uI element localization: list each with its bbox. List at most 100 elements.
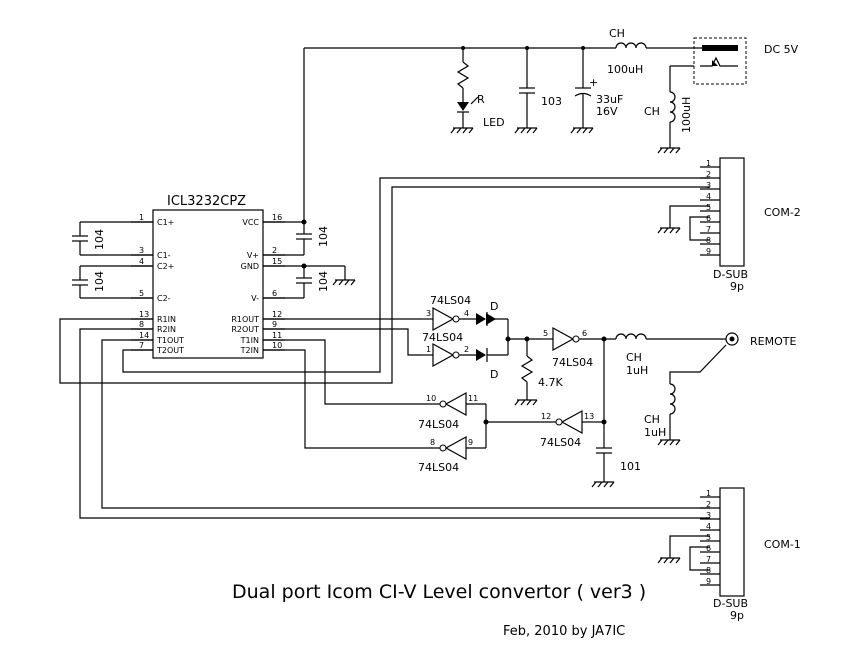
diagram-credit: Feb, 2010 by JA7IC	[503, 624, 625, 639]
ic-pin-name-c2: C2+	[157, 262, 174, 271]
cap-33uf-plus: +	[589, 76, 598, 89]
cap-103: 103	[514, 48, 562, 134]
resistor-label: 4.7K	[538, 376, 563, 389]
diode-1-label: D	[490, 300, 498, 313]
gate-6-in-pin: 13	[584, 412, 594, 421]
ic-left-caps: 104 104	[72, 221, 153, 299]
ic-pin-name-c2: C2-	[157, 294, 171, 303]
ic-right-caps: 104 104	[263, 221, 356, 299]
cap-33uf-value: 33uF	[596, 93, 623, 106]
com1-pins-pin-1: 1	[706, 489, 711, 498]
ic-pin-num-5: 5	[139, 289, 144, 298]
ic-pin-num-2: 2	[272, 246, 277, 255]
choke-label: CH	[609, 27, 625, 40]
choke-value-label: 100uH	[607, 63, 643, 76]
ic-pin-num-11: 11	[272, 331, 282, 340]
ic-pin-name-v: V-	[251, 294, 259, 303]
cap-103-label: 103	[541, 95, 562, 108]
ic-pin-name-r2out: R2OUT	[231, 325, 259, 334]
ic-pin-name-c1: C1-	[157, 251, 171, 260]
com1-type-b: 9p	[730, 609, 744, 622]
gate-6-part: 74LS04	[540, 436, 581, 449]
gate-3: 5 6 74LS04	[541, 326, 616, 369]
ic-icl3232: ICL3232CPZ	[152, 194, 264, 359]
gate-3-in-pin: 5	[543, 329, 548, 338]
choke-100uh-horizontal: CH 100uH	[607, 27, 647, 76]
com1-label: COM-1	[764, 538, 801, 551]
gate-1-in-pin: 3	[426, 309, 431, 318]
com2-type-a: D-SUB	[713, 268, 748, 281]
ic-pin-num-10: 10	[272, 341, 282, 350]
ic-pin-num-13: 13	[139, 310, 149, 319]
ic-pin-name-v: V+	[247, 251, 259, 260]
ic-pin-name-t2in: T2IN	[240, 346, 259, 355]
diagram-title: Dual port Icom CI-V Level convertor ( ve…	[232, 581, 646, 603]
com2-label: COM-2	[764, 206, 801, 219]
choke-v-value: 100uH	[680, 97, 693, 133]
ic-pin-num-7: 7	[139, 341, 144, 350]
com2-pins-pin-7: 7	[706, 225, 711, 234]
diode-2: D	[476, 348, 508, 381]
led-label: LED	[483, 116, 505, 129]
ic-pin-num-15: 15	[272, 257, 282, 266]
com2-pins-pin-3: 3	[706, 181, 711, 190]
com2-type-b: 9p	[730, 280, 744, 293]
gate-2-part: 74LS04	[422, 331, 463, 344]
com2-pins-pin-2: 2	[706, 170, 711, 179]
led-resistor-label: R	[477, 93, 485, 106]
ic-pin-num-9: 9	[272, 320, 277, 329]
gate-2-out-pin: 2	[464, 345, 469, 354]
com2-pins-pin-4: 4	[706, 192, 711, 201]
cap-c1-label: 104	[93, 229, 106, 250]
ic-pin-num-4: 4	[139, 257, 144, 266]
ic-pin-num-3: 3	[139, 246, 144, 255]
com1-pins-pin-7: 7	[706, 555, 711, 564]
gate-5: 9 8 74LS04	[418, 435, 486, 474]
remote-choke2-label: CH	[644, 413, 660, 426]
gate-5-out-pin: 8	[430, 438, 435, 447]
cap-101-label: 101	[620, 460, 641, 473]
gate-2-in-pin: 1	[426, 345, 431, 354]
gate-6: 13 12 74LS04	[486, 409, 594, 449]
choke-100uh-vertical: CH 100uH	[644, 65, 694, 154]
com1-pins-pin-6: 6	[706, 544, 711, 553]
diode-1: D	[476, 300, 508, 326]
com2-pins-pin-1: 1	[706, 159, 711, 168]
choke-v-label: CH	[644, 105, 660, 118]
ic-pin-name-r2in: R2IN	[157, 325, 176, 334]
gate-3-part: 74LS04	[552, 356, 593, 369]
ic-pin-name-t2out: T2OUT	[156, 346, 184, 355]
com1-pins-pin-9: 9	[706, 577, 711, 586]
ic-pin-num-8: 8	[139, 320, 144, 329]
gate-4-in-pin: 11	[468, 394, 478, 403]
gate-4: 11 10 74LS04	[418, 391, 486, 431]
remote-choke-label: CH	[626, 351, 642, 364]
diode-junction: 4.7K	[505, 319, 563, 406]
dc-5v-label: DC 5V	[764, 43, 799, 56]
com1-type-a: D-SUB	[713, 597, 748, 610]
remote-choke2-value: 1uH	[644, 426, 666, 439]
com1-pins-pin-5: 5	[706, 533, 711, 542]
ic-pin-name-c1: C1+	[157, 218, 174, 227]
ic-pin-num-6: 6	[272, 289, 277, 298]
gate-1-part: 74LS04	[430, 294, 471, 307]
diode-2-label: D	[490, 368, 498, 381]
cap-33uf-voltage: 16V	[596, 105, 618, 118]
ic-pin-num-14: 14	[139, 331, 149, 340]
gate-4-part: 74LS04	[418, 418, 459, 431]
cap-vminus-label: 104	[317, 271, 330, 292]
dc-jack: DC 5V	[693, 37, 799, 85]
ic-pin-num-16: 16	[272, 213, 282, 222]
gate-1: 74LS04 3 4	[422, 294, 476, 332]
ic-name: ICL3232CPZ	[167, 194, 246, 209]
com1-pins-pin-3: 3	[706, 511, 711, 520]
cap-vplus-label: 104	[317, 226, 330, 247]
cap-33uf: + 33uF 16V	[570, 48, 623, 134]
ic-signal-wiring	[59, 177, 710, 519]
remote-choke-value: 1uH	[626, 364, 648, 377]
ic-pin-name-t1in: T1IN	[240, 336, 259, 345]
